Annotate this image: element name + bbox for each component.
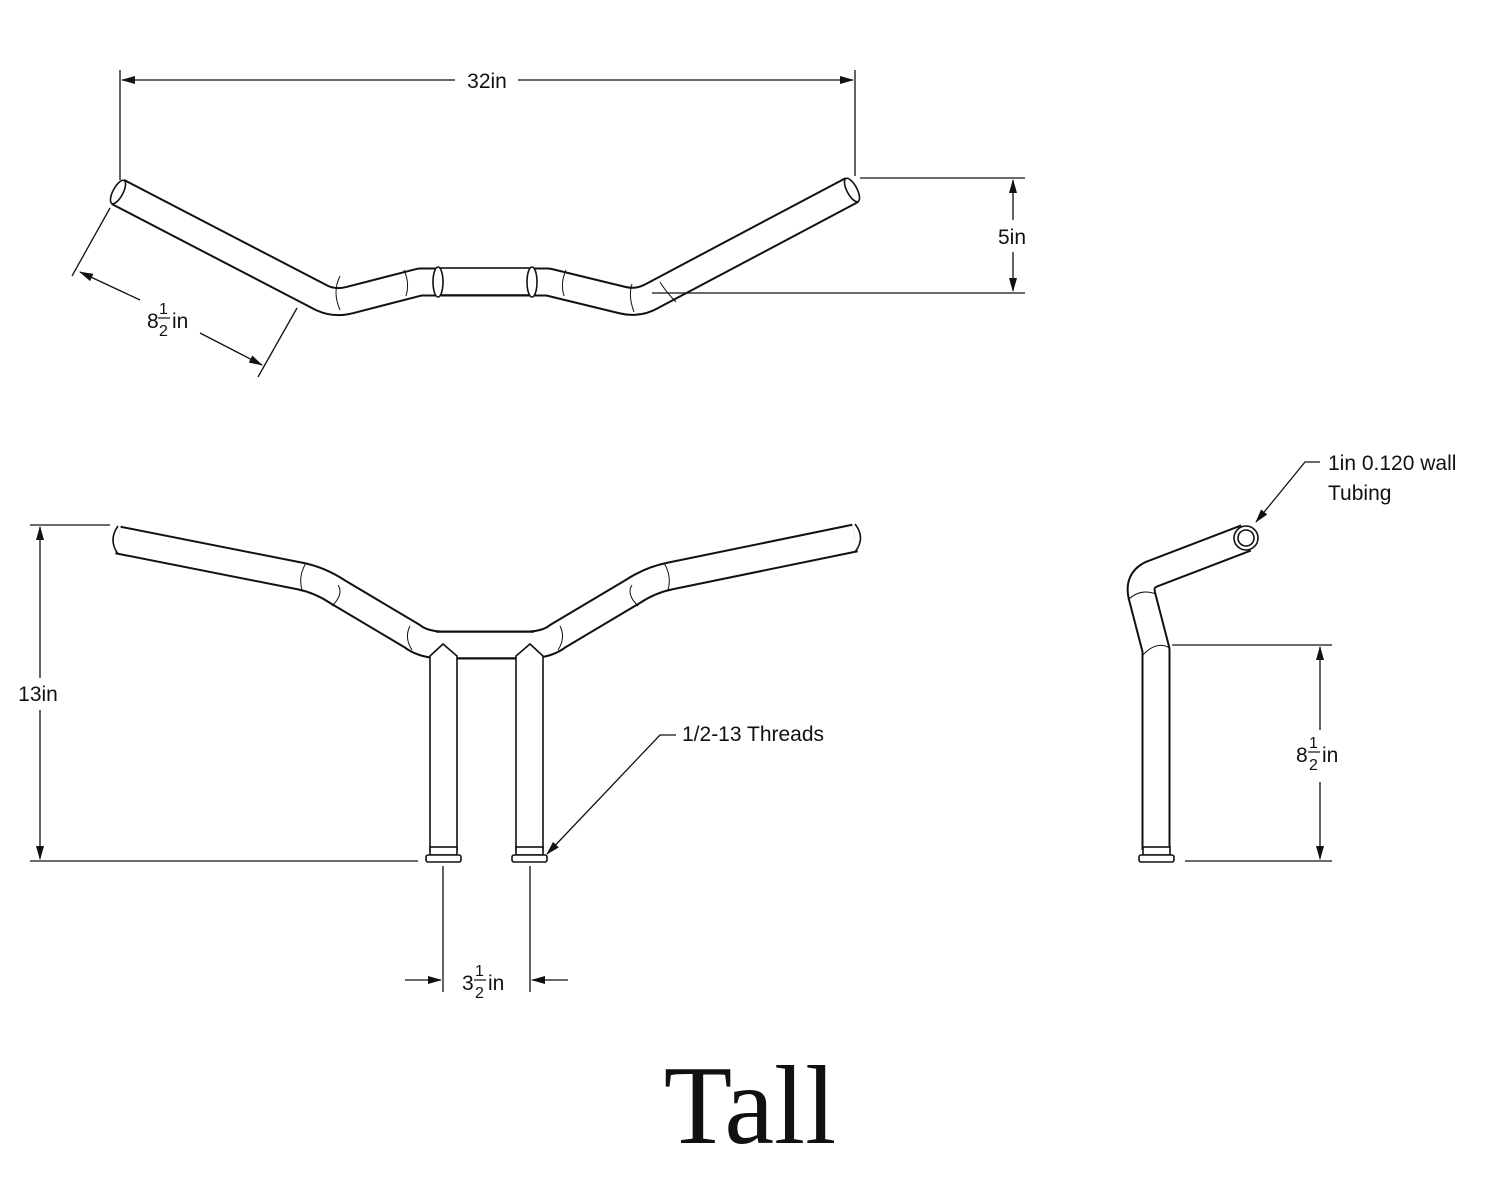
svg-text:in: in bbox=[1322, 744, 1338, 767]
tubing-spec-line2: Tubing bbox=[1328, 482, 1391, 505]
overall-height-label: 13in bbox=[18, 683, 58, 706]
drawing-title: Tall bbox=[664, 1044, 837, 1168]
svg-text:2: 2 bbox=[475, 985, 484, 1002]
riser-height-label: 8 1 2 in bbox=[1296, 735, 1338, 774]
center-clamp-section bbox=[437, 267, 533, 296]
svg-text:in: in bbox=[172, 310, 188, 333]
thread-cap bbox=[1138, 854, 1175, 863]
svg-text:1: 1 bbox=[159, 301, 168, 318]
rise-label: 5in bbox=[998, 226, 1026, 249]
svg-text:1: 1 bbox=[1309, 735, 1318, 752]
threads-label: 1/2-13 Threads bbox=[682, 723, 824, 746]
tube-end bbox=[109, 179, 127, 205]
riser-left bbox=[429, 642, 458, 851]
thread-cap bbox=[511, 854, 548, 863]
front-view: 13in 1/2-13 Threads 3 1 2 in bbox=[18, 523, 862, 1002]
thread-cap bbox=[425, 854, 462, 863]
riser-spacing-label: 3 1 2 in bbox=[462, 963, 504, 1002]
riser-right bbox=[515, 642, 544, 851]
side-view: 8 1 2 in 1in 0.120 wall Tubing bbox=[1126, 452, 1456, 863]
svg-text:2: 2 bbox=[159, 323, 168, 340]
svg-text:1: 1 bbox=[475, 963, 484, 980]
svg-text:8: 8 bbox=[1296, 744, 1308, 767]
overall-width-label: 32in bbox=[467, 70, 507, 93]
svg-text:8: 8 bbox=[147, 310, 159, 333]
svg-text:2: 2 bbox=[1309, 757, 1318, 774]
svg-text:in: in bbox=[488, 972, 504, 995]
end-length-label: 8 1 2 in bbox=[147, 301, 188, 340]
tube-end bbox=[843, 177, 861, 203]
svg-text:3: 3 bbox=[462, 972, 474, 995]
top-view: 32in 5in 8 1 2 in bbox=[71, 70, 1026, 378]
tubing-spec-line1: 1in 0.120 wall bbox=[1328, 452, 1456, 475]
